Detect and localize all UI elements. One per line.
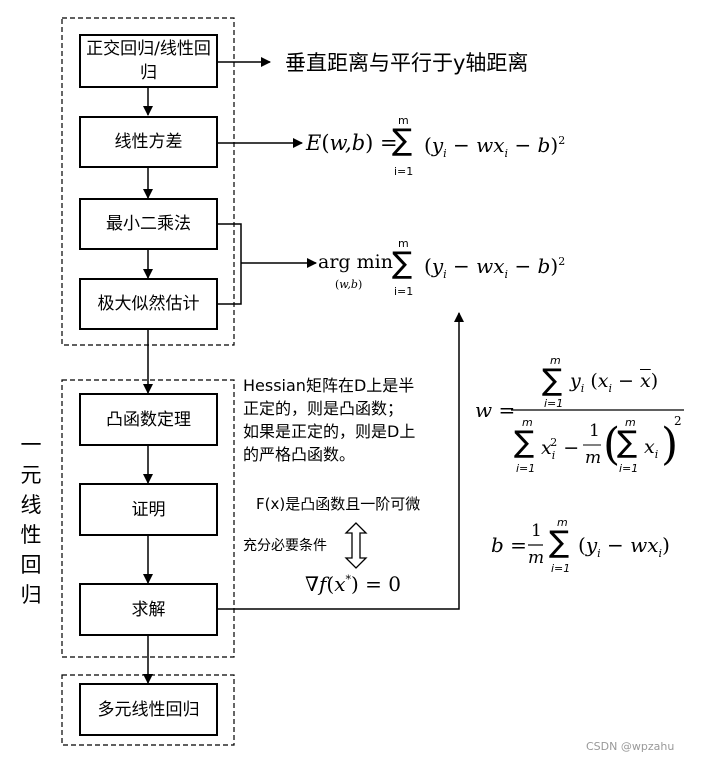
box-multiple-regression: 多元线性回归: [79, 683, 218, 736]
w-den-sum1-lower: i=1: [516, 462, 536, 475]
box-proof: 证明: [79, 483, 218, 536]
b-sum-lower: i=1: [551, 562, 571, 575]
hessian-line-1: Hessian矩阵在D上是半: [243, 376, 415, 395]
box-least-squares-label: 最小二乘法: [106, 214, 191, 234]
gradient-formula: ∇f(x*) = 0: [305, 572, 401, 596]
w-den-sum2-term: xi: [644, 436, 659, 461]
w-den-sum2-upper: m: [625, 416, 636, 429]
box-solve-label: 求解: [131, 599, 166, 620]
w-num-sum-lower: i=1: [544, 397, 564, 410]
variance-rhs: (yi − wxi − b)2: [424, 133, 566, 160]
box-max-likelihood: 极大似然估计: [79, 278, 218, 330]
necessary-sufficient-label: 充分必要条件: [243, 538, 327, 554]
b-sum-upper: m: [557, 516, 568, 529]
box-multiple-regression-label: 多元线性回归: [97, 699, 200, 720]
argmin-sum-symbol: ∑: [392, 246, 413, 281]
box-proof-label: 证明: [131, 499, 166, 520]
variance-sum-symbol: ∑: [392, 123, 413, 158]
b-frac-one: 1: [531, 521, 542, 541]
argmin-sum-lower: i=1: [394, 285, 414, 298]
argmin-sum-upper: m: [398, 237, 409, 250]
convex-first-order-label: F(x)是凸函数且一阶可微: [256, 495, 421, 513]
w-den-sum1-symbol: ∑: [514, 425, 535, 460]
w-den-sum2-lower: i=1: [619, 462, 639, 475]
group-frame-bottom: [61, 674, 235, 746]
hessian-line-2: 正定的，则是凸函数；: [243, 399, 404, 418]
box-linear-variance-label: 线性方差: [114, 132, 183, 152]
box-convex-theorem-label: 凸函数定理: [106, 409, 191, 430]
hessian-description: Hessian矩阵在D上是半 正定的，则是凸函数； 如果是正定的，则是D上 的严…: [243, 374, 415, 466]
box-least-squares: 最小二乘法: [79, 198, 218, 250]
box-max-likelihood-label: 极大似然估计: [97, 294, 200, 314]
distance-label: 垂直距离与平行于y轴距离: [285, 51, 529, 75]
bracket-3-4: [218, 223, 242, 305]
variance-sum-upper: m: [398, 114, 409, 127]
arrow-solve-up: [218, 312, 464, 610]
b-lhs: b =: [491, 533, 527, 557]
w-num-sum-symbol: ∑: [542, 363, 563, 398]
box-orthogonal-regression-label: 正交回归/线性回归: [86, 39, 211, 83]
w-numerator-term: yi (xi − x): [570, 370, 659, 395]
box-convex-theorem: 凸函数定理: [79, 393, 218, 446]
w-num-sum-upper: m: [550, 354, 561, 367]
w-den-inner-bar: [583, 444, 601, 446]
b-sum-symbol: ∑: [549, 525, 570, 560]
argmin-operator: arg min: [318, 251, 393, 273]
watermark: CSDN @wpzahu: [586, 740, 675, 753]
w-den-sum2-symbol: ∑: [617, 425, 638, 460]
b-frac-m: m: [528, 548, 545, 568]
double-hollow-arrow: [344, 522, 368, 569]
box-linear-variance: 线性方差: [79, 116, 218, 168]
box-solve: 求解: [79, 583, 218, 636]
box-orthogonal-regression: 正交回归/线性回归: [79, 34, 218, 88]
hessian-line-3: 如果是正定的，则是D上: [243, 422, 416, 441]
argmin-rhs: (yi − wxi − b)2: [424, 254, 566, 281]
w-den-paren-open: (: [603, 419, 621, 470]
argmin-subscript: (w,b): [335, 278, 363, 291]
w-den-one: 1: [589, 421, 600, 441]
w-den-outer-square: 2: [674, 414, 682, 428]
hessian-line-4: 的严格凸函数。: [243, 445, 356, 464]
variance-sum-lower: i=1: [394, 165, 414, 178]
variance-lhs: E(w,b) =: [306, 131, 398, 155]
w-den-paren-close: ): [661, 419, 679, 470]
w-lhs: w =: [475, 398, 516, 422]
b-sum-term: (yi − wxi): [578, 533, 670, 560]
side-label-univariate-regression: 一元线性回归: [20, 433, 42, 607]
w-den-m: m: [585, 448, 602, 468]
w-den-square-term: xi2 −: [541, 436, 580, 462]
w-den-sum1-upper: m: [522, 416, 533, 429]
